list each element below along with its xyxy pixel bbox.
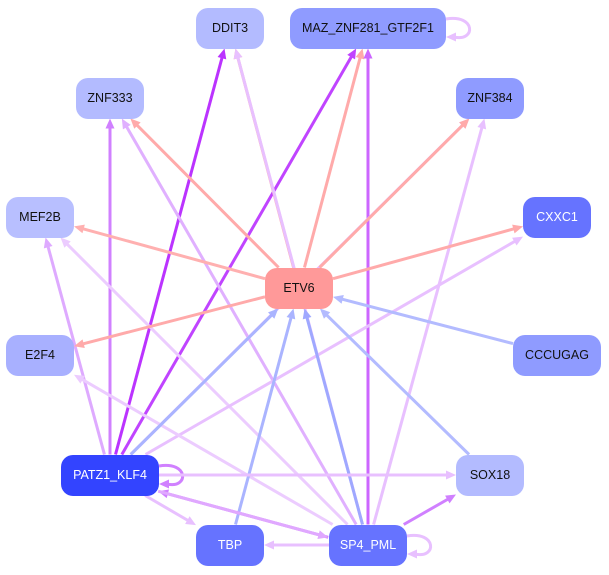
edge-etv6-to-cxxc1[interactable]: [332, 227, 516, 281]
edge-sp4-to-etv6[interactable]: [305, 315, 364, 525]
arrowhead: [121, 118, 131, 130]
node-label: E2F4: [25, 348, 55, 362]
arrowhead: [477, 118, 487, 130]
edge-sp4-to-e2f4[interactable]: [80, 377, 334, 526]
arrowhead: [459, 118, 470, 129]
edge-etv6-to-znf333[interactable]: [134, 123, 280, 269]
arrowhead: [355, 48, 365, 60]
edge-patz1-to-ddit3[interactable]: [114, 55, 224, 455]
arrowhead: [286, 308, 296, 320]
node-maz[interactable]: MAZ_ZNF281_GTF2F1: [290, 7, 446, 49]
edge-tbp-to-etv6[interactable]: [234, 315, 293, 525]
edge-etv6-to-znf384[interactable]: [318, 123, 465, 269]
node-ddit3[interactable]: DDIT3: [196, 7, 264, 49]
edge-cccugag-to-etv6[interactable]: [340, 297, 514, 346]
arrowhead: [512, 236, 523, 246]
edge-patz1-to-tbp[interactable]: [144, 494, 190, 523]
arrowhead: [446, 470, 456, 480]
node-label: SOX18: [469, 468, 511, 482]
edge-patz1-to-etv6[interactable]: [129, 313, 274, 456]
edge-patz1-to-sp4[interactable]: [157, 489, 321, 537]
node-mef2b[interactable]: MEF2B: [6, 196, 74, 238]
arrowhead: [130, 118, 141, 129]
node-sp4[interactable]: SP4_PML: [329, 524, 407, 566]
edge-patz1-to-mef2b[interactable]: [46, 244, 106, 455]
arrowhead: [333, 294, 344, 304]
edge-patz1-to-cxxc1[interactable]: [144, 239, 517, 456]
arrowhead: [319, 308, 331, 319]
arrowhead: [446, 32, 456, 42]
edge-etv6-to-e2f4[interactable]: [81, 295, 266, 346]
arrowhead: [105, 118, 115, 129]
arrowhead: [302, 308, 312, 320]
node-label: MAZ_ZNF281_GTF2F1: [302, 21, 434, 35]
edge-etv6-to-maz[interactable]: [302, 55, 362, 268]
arrowhead: [60, 237, 71, 248]
arrowhead: [317, 530, 329, 540]
arrowhead: [217, 48, 227, 60]
node-label: MEF2B: [19, 210, 61, 224]
node-znf384[interactable]: ZNF384: [456, 77, 524, 119]
edge-etv6-to-mef2b[interactable]: [81, 226, 266, 281]
node-etv6[interactable]: ETV6: [265, 267, 333, 309]
node-e2f4[interactable]: E2F4: [6, 334, 74, 376]
node-label: CCCUGAG: [525, 348, 589, 362]
node-label: CXXC1: [536, 210, 578, 224]
edge-sp4-to-sox18[interactable]: [402, 497, 450, 526]
node-cxxc1[interactable]: CXXC1: [523, 196, 591, 238]
arrowhead: [347, 48, 357, 60]
node-label: ZNF384: [467, 91, 513, 105]
arrowhead: [43, 237, 53, 249]
node-label: PATZ1_KLF4: [73, 468, 147, 482]
arrowhead: [185, 516, 196, 526]
node-label: DDIT3: [211, 21, 249, 35]
edge-sp4-to-sp4[interactable]: [406, 533, 433, 557]
node-cccugag[interactable]: CCCUGAG: [513, 334, 601, 376]
arrowhead: [445, 494, 456, 504]
arrowhead: [264, 540, 274, 550]
node-znf333[interactable]: ZNF333: [76, 77, 144, 119]
arrowhead: [74, 224, 85, 234]
node-tbp[interactable]: TBP: [196, 524, 264, 566]
arrowhead: [233, 48, 243, 60]
node-label: SP4_PML: [339, 538, 397, 552]
edge-sox18-to-etv6[interactable]: [324, 313, 471, 456]
node-label: ETV6: [283, 281, 315, 295]
node-label: TBP: [217, 538, 243, 552]
edge-maz-to-maz[interactable]: [445, 16, 472, 40]
node-patz1[interactable]: PATZ1_KLF4: [61, 454, 159, 496]
node-label: ZNF333: [87, 91, 133, 105]
arrowhead: [363, 48, 373, 59]
arrowhead: [74, 374, 85, 384]
arrowhead: [74, 339, 85, 349]
arrowhead: [512, 224, 523, 234]
arrowhead: [268, 308, 279, 319]
edge-sp4-to-mef2b[interactable]: [65, 242, 349, 526]
edge-sp4-to-znf333[interactable]: [124, 124, 358, 526]
edge-patz1-to-maz[interactable]: [120, 54, 354, 456]
edge-sp4-to-znf384[interactable]: [372, 125, 484, 525]
arrowhead: [159, 479, 169, 489]
arrowhead: [407, 549, 417, 559]
node-sox18[interactable]: SOX18: [456, 454, 524, 496]
